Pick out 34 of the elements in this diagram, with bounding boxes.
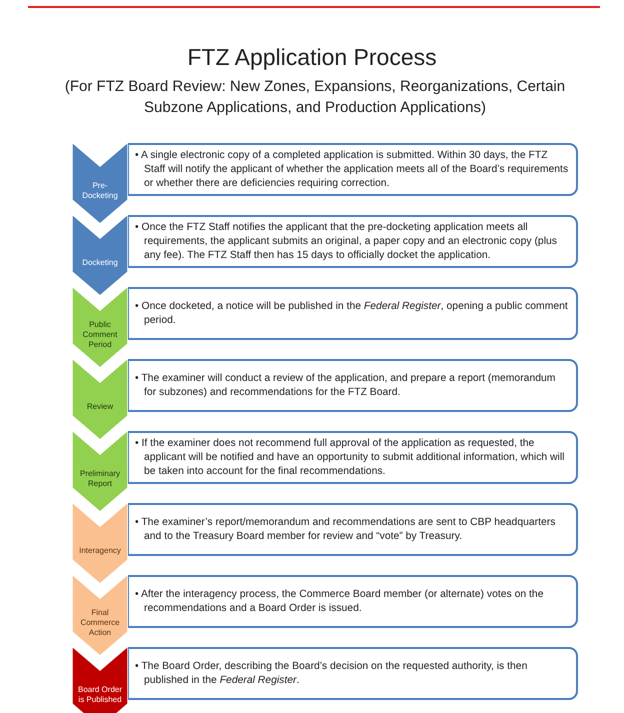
chevron-step xyxy=(71,645,129,713)
title: FTZ Application Process xyxy=(186,44,438,71)
description-box xyxy=(128,287,578,340)
step-description: • Once the FTZ Staff notifies the applicant that the pre-docketing application meets all requirements, the applicant submits an original, a paper copy and an electronic copy (plus any fee). The FTZ Staff then has 15 days to officially docket the application. xyxy=(135,220,558,262)
step-description: • After the interagency process, the Commerce Board member (or alternate) votes on the recommendations and a Board Order is issued. xyxy=(135,588,544,616)
step-description: • The Board Order, describing the Board’s decision on the requested authority, is then published in the Federal Register. xyxy=(135,660,528,688)
chevron-step xyxy=(71,213,129,297)
step-label: Interagency xyxy=(78,545,122,557)
description-box xyxy=(128,143,578,196)
step-description: • A single electronic copy of a completed application is submitted. Within 30 days, the FTZ Staff will notify the applicant of whether the application meets all of the Board’s requirements or whether there are deficiencies requiring correction. xyxy=(135,148,570,190)
description-box xyxy=(128,431,578,484)
subtitle: (For FTZ Board Review: New Zones, Expansions, Reorganizations, Certain Subzone Applications, and Production Applications) xyxy=(64,77,566,118)
step-label: Public Comment Period xyxy=(82,319,118,351)
chevron-step xyxy=(71,141,129,225)
step-label: Review xyxy=(86,401,114,413)
chevron-step xyxy=(71,285,129,369)
chevron-step xyxy=(71,357,129,441)
chevron-step xyxy=(71,573,129,657)
description-box xyxy=(128,503,578,556)
step-label: Final Commerce Action xyxy=(79,607,121,639)
step-description: • The examiner’s report/memorandum and recommendations are sent to CBP headquarters and to the Treasury Board member for review and “vote” by Treasury. xyxy=(135,516,556,544)
description-box xyxy=(128,215,578,268)
description-box xyxy=(128,647,578,700)
chevron-step xyxy=(71,429,129,513)
description-box xyxy=(128,359,578,412)
step-description: • The examiner will conduct a review of the application, and prepare a report (memorandum for subzones) and recommendations for the FTZ Board. xyxy=(135,372,556,400)
step-description: • Once docketed, a notice will be published in the Federal Register, opening a public comment period. xyxy=(135,300,569,328)
step-label: Preliminary Report xyxy=(78,468,121,490)
step-label: Board Order is Published xyxy=(76,684,124,706)
step-label: Pre-Docketing xyxy=(81,180,119,202)
step-label: Docketing xyxy=(81,257,119,269)
description-box xyxy=(128,575,578,628)
chevron-step xyxy=(71,501,129,585)
step-description: • If the examiner does not recommend full approval of the application as requested, the applicant will be notified and have an opportunity to submit additional information, which will be taken into account for the final recommendations. xyxy=(135,436,566,478)
